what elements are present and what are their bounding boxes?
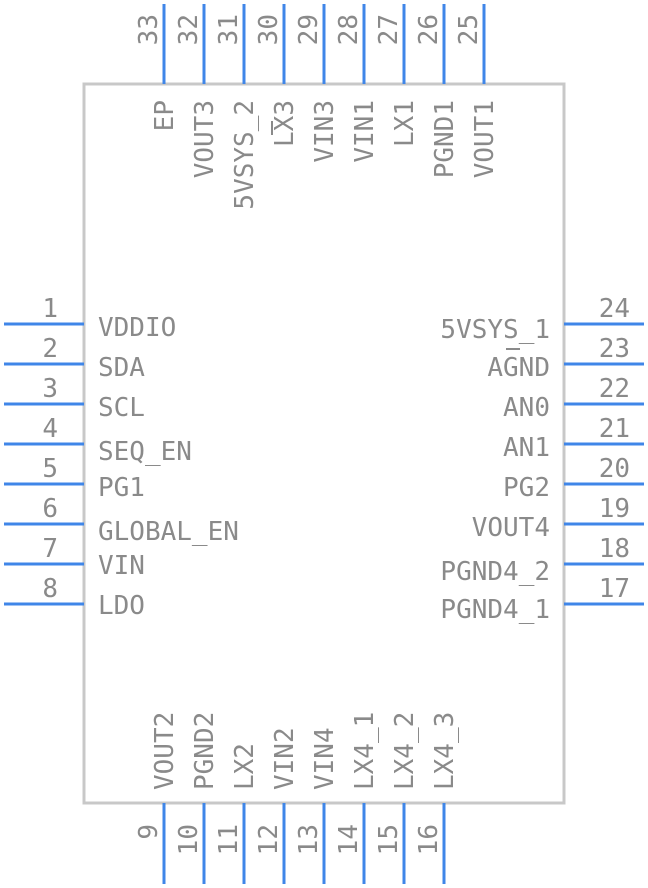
pin-name: VOUT2: [150, 712, 180, 790]
pin-name: LX3: [270, 100, 300, 147]
pin-number: 26: [414, 14, 444, 45]
pin-number: 32: [174, 14, 204, 45]
pin-name: 5VSYS_2: [230, 100, 260, 210]
pin-name: LX4_2: [390, 712, 420, 790]
pin-number: 10: [174, 824, 204, 855]
pin-number: 16: [414, 824, 444, 855]
pin-name: AN0: [503, 393, 550, 423]
pin-name: LX4_3: [430, 712, 460, 790]
pin-name: VIN2: [270, 727, 300, 790]
pin-name: VIN1: [350, 100, 380, 163]
pin-number: 33: [134, 14, 164, 45]
pin-number: 28: [334, 14, 364, 45]
pin-number: 14: [334, 824, 364, 855]
pin-number: 31: [214, 14, 244, 45]
pin-number: 29: [294, 14, 324, 45]
pin-number: 20: [599, 454, 630, 484]
pin-name: SEQ_EN: [98, 437, 192, 467]
pin-name: PGND1: [430, 100, 460, 178]
pin-name: PG1: [98, 473, 145, 503]
pin-name: AGND: [487, 353, 550, 383]
pin-number: 13: [294, 824, 324, 855]
pin-number: 30: [254, 14, 284, 45]
pin-number: 1: [42, 294, 58, 324]
pin-name: SDA: [98, 353, 145, 383]
pin-number: 27: [374, 14, 404, 45]
pin-number: 11: [214, 824, 244, 855]
pin-name: PGND2: [190, 712, 220, 790]
pin-number: 5: [42, 454, 58, 484]
pin-number: 6: [42, 494, 58, 524]
pin-number: 8: [42, 574, 58, 604]
pin-number: 15: [374, 824, 404, 855]
pin-name: VOUT1: [470, 100, 500, 178]
pin-name: VIN4: [310, 727, 340, 790]
pin-number: 22: [599, 374, 630, 404]
pin-name: 5VSYS_1: [440, 315, 550, 345]
pin-name: VOUT3: [190, 100, 220, 178]
pin-name: LX2: [230, 743, 260, 790]
pin-name: VDDIO: [98, 313, 176, 343]
pin-number: 7: [42, 534, 58, 564]
pin-number: 17: [599, 574, 630, 604]
pin-number: 21: [599, 414, 630, 444]
pin-name: PG2: [503, 473, 550, 503]
pin-name: PGND4_1: [440, 595, 550, 625]
pin-number: 24: [599, 294, 630, 324]
pin-name: AN1: [503, 433, 550, 463]
pin-name: GLOBAL_EN: [98, 517, 239, 547]
pin-name: LX4_1: [350, 712, 380, 790]
pin-name: EP: [150, 100, 180, 131]
pin-number: 4: [42, 414, 58, 444]
pin-name: SCL: [98, 393, 145, 423]
pin-number: 3: [42, 374, 58, 404]
pin-name: VOUT4: [472, 513, 550, 543]
pin-name: PGND4_2: [440, 557, 550, 587]
pin-number: 2: [42, 334, 58, 364]
pin-number: 12: [254, 824, 284, 855]
pin-number: 19: [599, 494, 630, 524]
pin-number: 18: [599, 534, 630, 564]
pin-number: 23: [599, 334, 630, 364]
pin-name: VIN3: [310, 100, 340, 163]
pin-name: LDO: [98, 591, 145, 621]
pin-name: VIN: [98, 551, 145, 581]
pin-number: 25: [454, 14, 484, 45]
pin-name: LX1: [390, 100, 420, 147]
pin-number: 9: [134, 824, 164, 840]
